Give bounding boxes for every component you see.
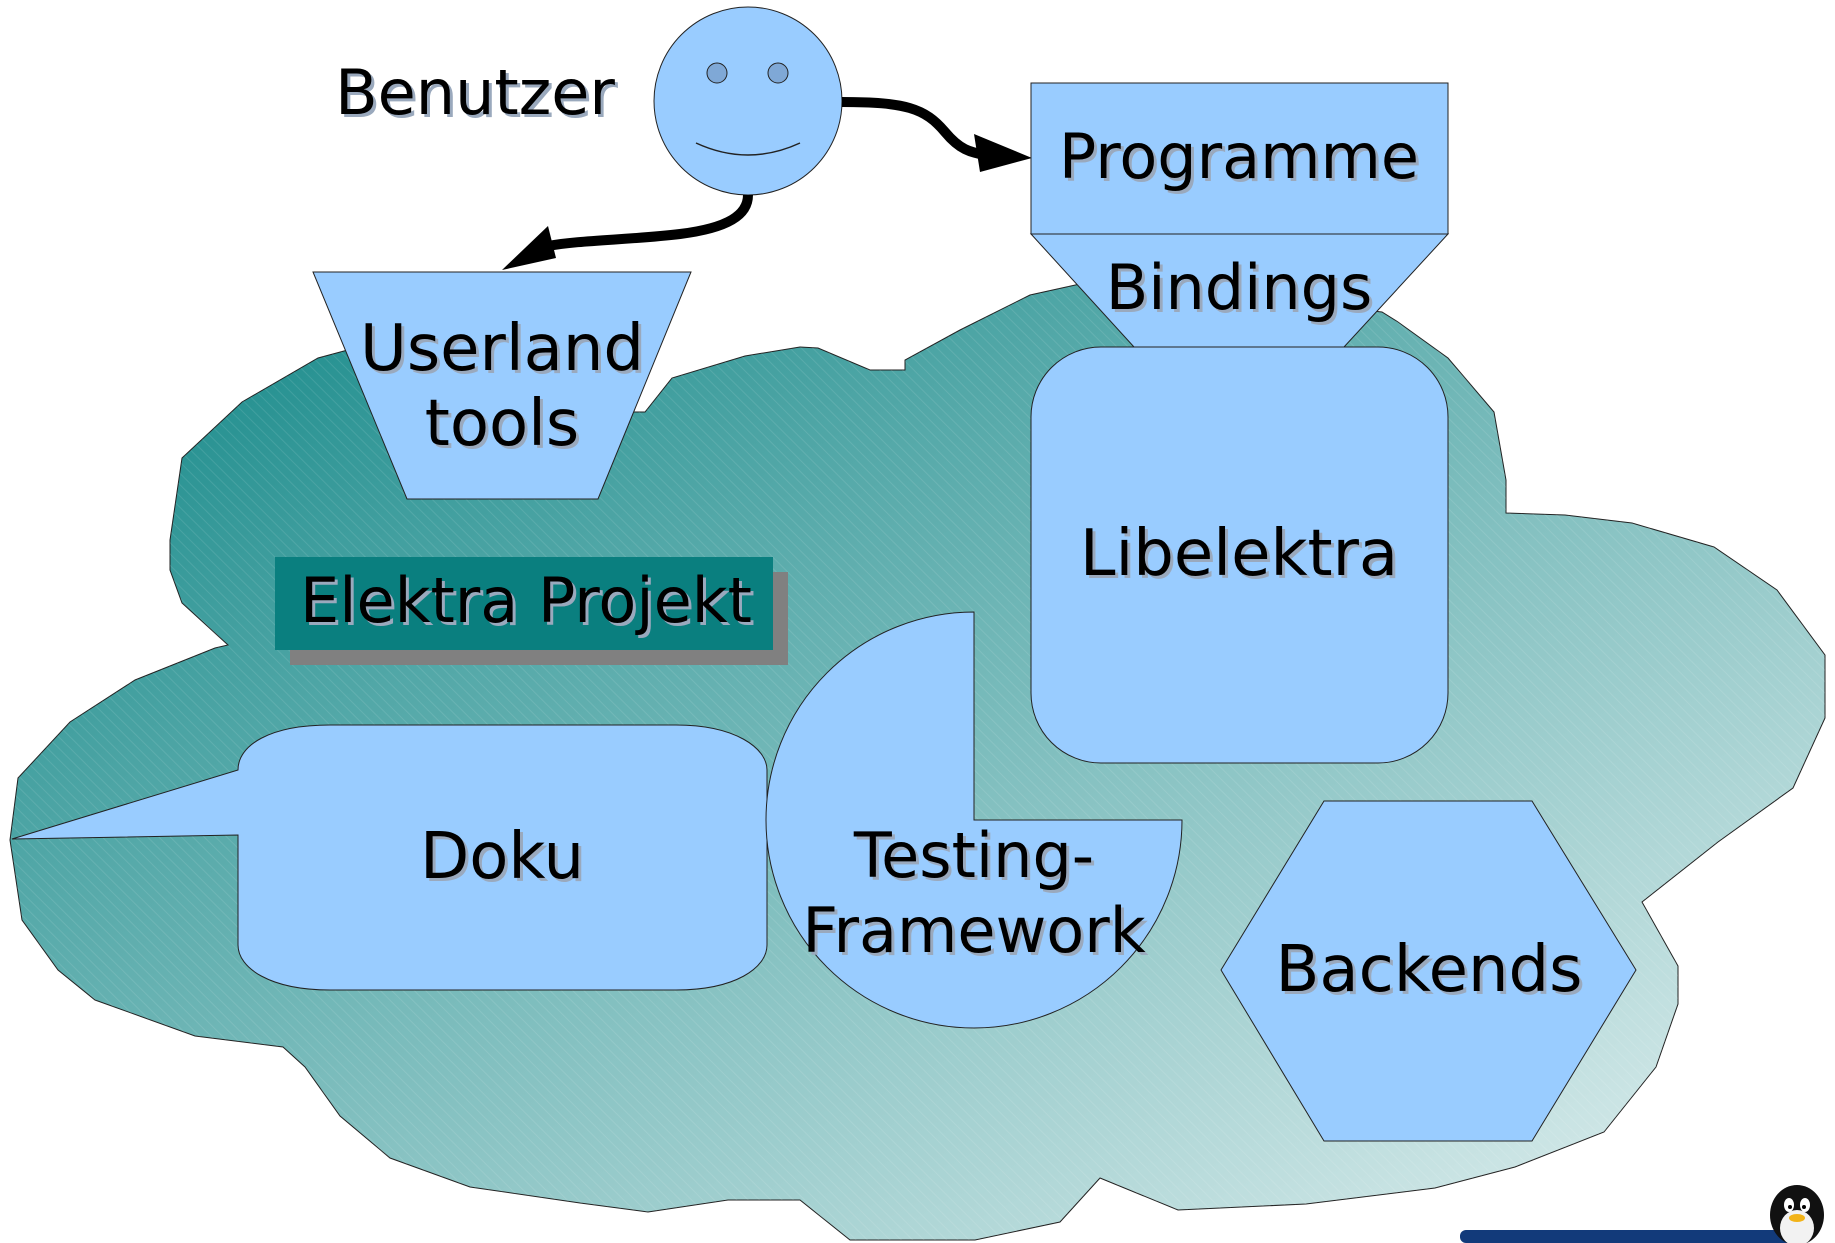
project-title-box (275, 557, 788, 665)
svg-text:Backends: Backends (1279, 936, 1586, 1010)
backends-hexagon (1220, 800, 1637, 1142)
userland-label-line2: tools (425, 387, 580, 461)
userland-label-line1: Userland (360, 312, 644, 386)
svg-text:Framework: Framework (805, 897, 1148, 970)
svg-text:Userland: Userland (363, 315, 647, 389)
programs-label: Programme (1059, 120, 1419, 193)
userland-tools-trapezoid (312, 271, 692, 500)
libelektra-box (1030, 346, 1449, 764)
svg-text:Elektra Projekt: Elektra Projekt (303, 567, 755, 640)
doku-callout (11, 724, 768, 991)
svg-text:Libelektra: Libelektra (1083, 520, 1401, 594)
penguin-icon (1770, 1185, 1824, 1243)
svg-text:tools: tools (428, 390, 583, 464)
svg-text:Doku: Doku (423, 823, 587, 897)
arrow-user-to-programs (841, 97, 1032, 172)
svg-text:Bindings: Bindings (1109, 254, 1376, 327)
project-title-label: Elektra Projekt (300, 564, 752, 637)
bindings-label: Bindings (1106, 251, 1373, 324)
user-label: Benutzer (335, 56, 615, 129)
svg-text:Testing-: Testing- (856, 822, 1097, 895)
arrow-user-to-userland (502, 194, 753, 270)
testing-label-line2: Framework (802, 894, 1145, 967)
libelektra-label: Libelektra (1080, 517, 1398, 591)
svg-text:Benutzer: Benutzer (338, 59, 618, 132)
backends-label: Backends (1276, 933, 1583, 1007)
footer-bar (1460, 1230, 1800, 1243)
programs-box (1030, 82, 1449, 235)
doku-label: Doku (420, 820, 584, 894)
user-smiley-icon (653, 6, 843, 196)
svg-text:Programme: Programme (1062, 123, 1422, 196)
testing-framework-shape (765, 611, 1183, 1029)
testing-label-line1: Testing- (853, 819, 1094, 892)
